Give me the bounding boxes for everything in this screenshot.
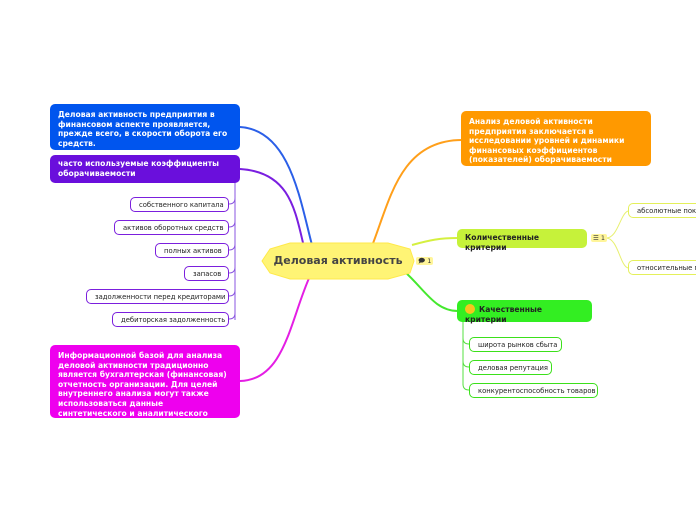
node-definition[interactable]: Деловая активность предприятия в финансо… [50, 104, 240, 150]
qual-item[interactable]: широта рынков сбыта [469, 337, 562, 352]
note-icon: 🗩 [418, 257, 426, 265]
node-analysis[interactable]: Анализ деловой активности предприятия за… [461, 111, 651, 166]
qual-item[interactable]: деловая репутация [469, 360, 552, 375]
qual-item[interactable]: конкурентоспособность товаров [469, 383, 598, 398]
smiley-icon [465, 304, 475, 314]
quantitative-list-badge[interactable]: ☰ 1 [591, 234, 608, 242]
node-qualitative[interactable]: Качественные критерии [457, 300, 592, 324]
coef-item[interactable]: собственного капитала [130, 197, 229, 212]
coef-item[interactable]: дебиторская задолженность [112, 312, 229, 327]
list-icon: ☰ [593, 234, 599, 242]
quant-item[interactable]: относительные показатели [628, 260, 696, 275]
node-info-base[interactable]: Информационной базой для анализа деловой… [50, 345, 240, 427]
coef-item[interactable]: запасов [184, 266, 229, 281]
coef-item[interactable]: активов оборотных средств [114, 220, 229, 235]
central-note-badge[interactable]: 🗩 1 [416, 257, 434, 265]
link-qualitative [404, 271, 459, 312]
node-quantitative[interactable]: Количественные критерии [457, 229, 587, 252]
central-node [261, 242, 415, 280]
link-quantitative [411, 237, 459, 246]
central-topic[interactable]: Деловая активность [273, 254, 403, 267]
coef-item[interactable]: задолженности перед кредиторами [86, 289, 229, 304]
node-coefficients[interactable]: часто используемые коэффициенты оборачив… [50, 155, 240, 183]
link-coefficients [239, 168, 305, 248]
link-definition [239, 126, 313, 246]
quant-item[interactable]: абсолютные показатели [628, 203, 696, 218]
link-info-base [239, 275, 311, 382]
coef-item[interactable]: полных активов [155, 243, 229, 258]
link-analysis [371, 139, 463, 247]
